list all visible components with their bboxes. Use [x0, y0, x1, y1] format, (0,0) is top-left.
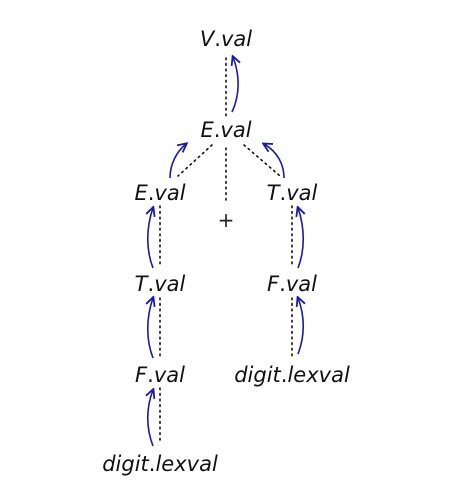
- node-e-val-top: E.val: [200, 118, 251, 142]
- node-t-val-left: T.val: [135, 272, 186, 296]
- arrow-tleft-to-eleft: [148, 208, 153, 269]
- edge-e-tright: [243, 144, 281, 177]
- node-root-v-val: V.val: [200, 27, 252, 51]
- arrow-digit-to-fright: [298, 298, 303, 355]
- arrow-fright-to-tright: [298, 208, 303, 269]
- node-t-val-right: T.val: [267, 181, 318, 205]
- node-e-val-left: E.val: [134, 181, 185, 205]
- tree-nodes: V.val E.val E.val + T.val T.val F.val F.…: [102, 27, 350, 476]
- node-plus: +: [218, 208, 235, 232]
- arrow-fleft-to-tleft: [148, 298, 153, 359]
- node-digit-lexval-left: digit.lexval: [102, 452, 218, 476]
- node-f-val-right: F.val: [267, 272, 317, 296]
- node-digit-lexval-right: digit.lexval: [234, 363, 350, 387]
- tree-edges: [159, 57, 293, 445]
- node-f-val-left: F.val: [135, 363, 185, 387]
- dependency-arrows: [148, 57, 304, 447]
- arrow-tright-to-e: [264, 144, 285, 179]
- arrow-digit-to-fleft: [148, 390, 153, 447]
- arrow-e-to-v: [232, 57, 238, 113]
- arrow-eleft-to-e: [169, 144, 186, 179]
- edge-e-eleft: [177, 144, 213, 177]
